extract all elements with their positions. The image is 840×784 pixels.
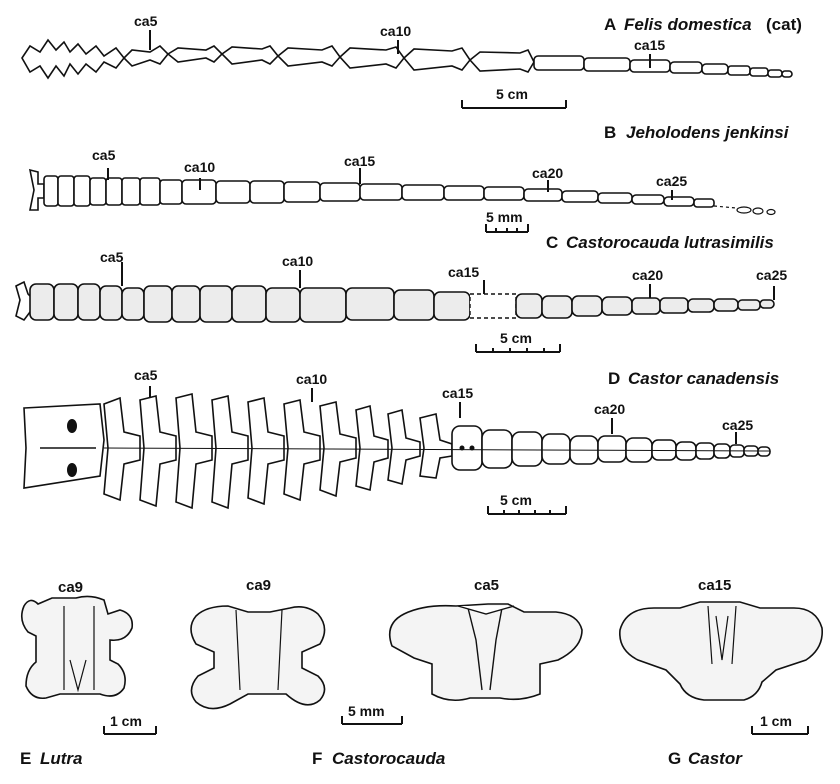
panel-f-scale-label: 5 mm xyxy=(348,703,385,719)
panel-f-marker-ca9: ca9 xyxy=(246,577,271,594)
panel-d-species: Castor canadensis xyxy=(628,369,779,388)
panel-d-tail xyxy=(23,393,771,510)
castorocauda-ca9-vertebra xyxy=(190,605,326,710)
panel-d-letter: D xyxy=(608,369,620,388)
panel-b-marker-ca15: ca15 xyxy=(344,153,375,169)
panel-b-letter: B xyxy=(604,123,616,142)
panel-a-marker-ca5: ca5 xyxy=(134,13,158,29)
panel-b-scale-label: 5 mm xyxy=(486,209,523,225)
panel-e-letter: E xyxy=(20,749,31,768)
panel-c-marker-ca5: ca5 xyxy=(100,249,124,265)
panel-d-scale-label: 5 cm xyxy=(500,492,532,508)
panel-c-species: Castorocauda lutrasimilis xyxy=(566,233,774,252)
panel-c-marker-ca15: ca15 xyxy=(448,264,479,280)
lutra-vertebra xyxy=(20,595,134,700)
panel-e-genus: Lutra xyxy=(40,749,83,768)
panel-a-scale-label: 5 cm xyxy=(496,86,528,102)
panel-g-letter: G xyxy=(668,749,681,768)
panel-g-marker: ca15 xyxy=(698,577,731,594)
panel-b-species: Jeholodens jenkinsi xyxy=(626,123,790,142)
panel-d-marker-ca25: ca25 xyxy=(722,417,753,433)
panel-f-marker-ca5: ca5 xyxy=(474,577,499,594)
panel-b-scale-bar: 5 mm xyxy=(485,209,529,233)
panel-d-marker-ca10: ca10 xyxy=(296,371,327,387)
panel-g-scale-bar: 1 cm xyxy=(751,713,809,735)
panel-b-marker-ca5: ca5 xyxy=(92,147,116,163)
panel-c-marker-ca25: ca25 xyxy=(756,267,787,283)
panel-a-marker-ca10: ca10 xyxy=(380,23,411,39)
panel-g: ca15 1 cm G Castor xyxy=(619,577,823,768)
panel-e-scale-label: 1 cm xyxy=(110,713,142,729)
panel-e-scale-bar: 1 cm xyxy=(103,713,157,735)
panel-f-genus: Castorocauda xyxy=(332,749,445,768)
panel-a-scale-bar: 5 cm xyxy=(461,86,567,109)
panel-b-tail xyxy=(28,168,776,216)
panel-e: ca9 1 cm E Lutra xyxy=(20,579,157,768)
panel-d: D Castor canadensis xyxy=(23,367,779,515)
panel-a-suffix: (cat) xyxy=(766,15,802,34)
panel-a: A Felis domestica (cat) ca5 ca10 xyxy=(21,13,802,109)
panel-a-marker-ca15: ca15 xyxy=(634,37,665,53)
panel-a-letter: A xyxy=(604,15,616,34)
panel-c-marker-ca20: ca20 xyxy=(632,267,663,283)
panel-d-marker-ca20: ca20 xyxy=(594,401,625,417)
panel-c-scale-bar: 5 cm xyxy=(475,330,561,353)
panel-g-scale-label: 1 cm xyxy=(760,713,792,729)
panel-d-scale-bar: 5 cm xyxy=(487,492,567,515)
panel-b-marker-ca20: ca20 xyxy=(532,165,563,181)
panel-b-marker-ca25: ca25 xyxy=(656,173,687,189)
panel-f-letter: F xyxy=(312,749,322,768)
panel-f: ca9 ca5 5 mm F Castorocauda xyxy=(190,577,583,768)
panel-c-tail xyxy=(15,280,775,323)
panel-b-marker-ca10: ca10 xyxy=(184,159,215,175)
panel-g-genus: Castor xyxy=(688,749,743,768)
panel-f-scale-bar: 5 mm xyxy=(341,703,403,725)
panel-e-marker: ca9 xyxy=(58,579,83,596)
panel-c-scale-label: 5 cm xyxy=(500,330,532,346)
panel-c-letter: C xyxy=(546,233,558,252)
panel-d-marker-ca5: ca5 xyxy=(134,367,158,383)
castorocauda-ca5-vertebra xyxy=(388,603,583,702)
panel-a-species: Felis domestica xyxy=(624,15,752,34)
panel-a-tail xyxy=(21,38,793,80)
panel-d-marker-ca15: ca15 xyxy=(442,385,473,401)
panel-c-marker-ca10: ca10 xyxy=(282,253,313,269)
panel-c: C Castorocauda lutrasimilis xyxy=(15,233,787,353)
panel-b: B Jeholodens jenkinsi xyxy=(28,123,790,233)
